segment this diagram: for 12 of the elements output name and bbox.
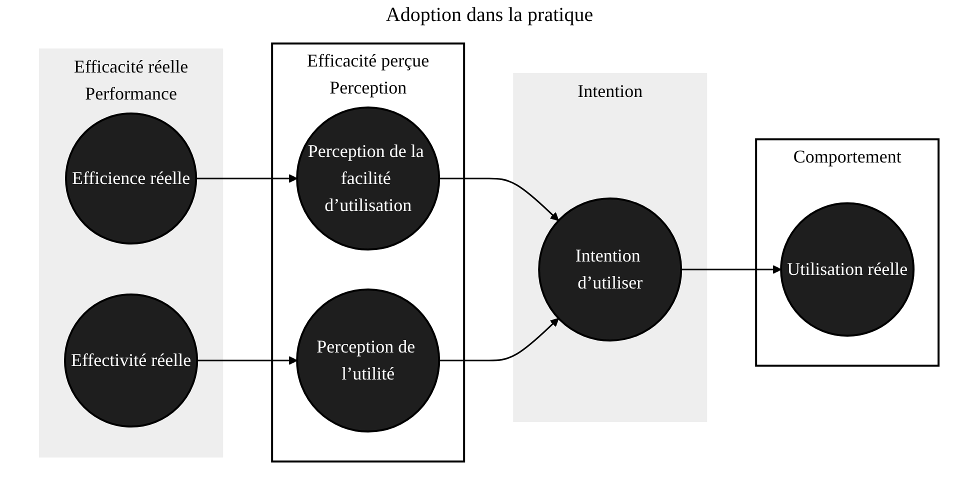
node-circle: Effectivité réelle (64, 293, 198, 428)
arrow (439, 178, 560, 222)
arrow (196, 174, 298, 183)
node-circle: Utilisation réelle (780, 202, 915, 337)
node-circle: Efficience réelle (65, 112, 198, 245)
arrow (197, 356, 298, 365)
node-circle: Intention d’utiliser (538, 198, 682, 342)
arrow (439, 318, 560, 362)
note-text: Adoption dans la pratique (386, 4, 594, 26)
node-circle: Perception de l’utilité (296, 288, 440, 432)
node-circle: Perception de la facilité d’utilisation (296, 106, 440, 250)
arrow (681, 265, 782, 274)
